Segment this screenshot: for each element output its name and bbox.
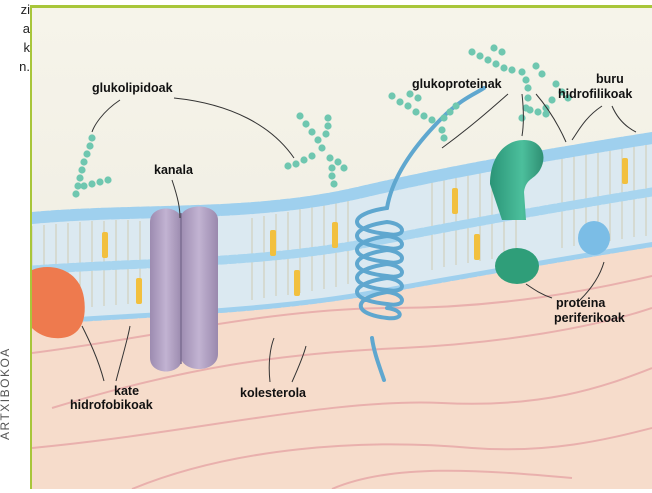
label-kanala: kanala xyxy=(154,163,194,177)
side-caption-fragment: zi a k n. xyxy=(0,0,30,100)
peripheral-protein-green xyxy=(495,248,539,284)
label-buru-line2: hidrofilikoak xyxy=(558,87,632,101)
side-text-line-2: a xyxy=(0,19,30,38)
peripheral-protein-blue xyxy=(578,221,610,255)
channel-protein xyxy=(150,207,218,372)
label-proteina-line1: proteina xyxy=(556,296,606,310)
label-glukolipidoak: glukolipidoak xyxy=(92,81,173,95)
label-buru-line1: buru xyxy=(596,72,624,86)
label-kate-line1: kate xyxy=(114,384,139,398)
label-proteina-line2: periferikoak xyxy=(554,311,625,325)
side-text-line-1: zi xyxy=(0,0,30,19)
side-text-line-4: n. xyxy=(0,57,30,76)
label-kate-line2: hidrofobikoak xyxy=(70,398,153,412)
label-glukoproteinak: glukoproteinak xyxy=(412,77,502,91)
photo-credit: ARTXIBOKOA xyxy=(0,347,12,440)
cell-membrane-illustration: glukolipidoak glukoproteinak buru hidrof… xyxy=(30,5,652,489)
label-kolesterola: kolesterola xyxy=(240,386,307,400)
side-text-line-3: k xyxy=(0,38,30,57)
membrane-diagram-svg: glukolipidoak glukoproteinak buru hidrof… xyxy=(32,8,652,489)
